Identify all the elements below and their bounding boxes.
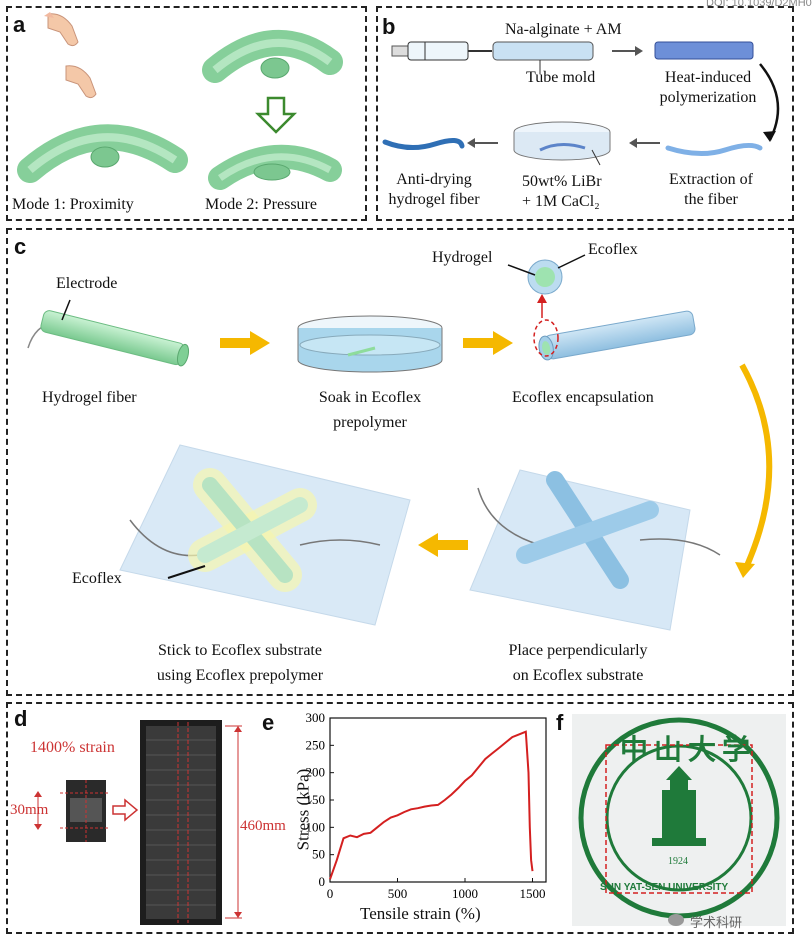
logo-year: 1924 [668, 856, 688, 867]
arrow-left-icon [418, 533, 468, 557]
encapsulation-label: Ecoflex encapsulation [512, 389, 654, 406]
extracted-fiber [665, 142, 763, 156]
mode2-fiber-cross-pressed [208, 144, 342, 190]
soak-label-1: Soak in Ecoflex [318, 389, 422, 406]
place-label-1: Place perpendicularly [508, 642, 648, 659]
petri-dish-icon [513, 121, 611, 161]
place-label-2: on Ecoflex substrate [512, 667, 644, 684]
panel-c-label: c [14, 234, 27, 259]
y-tick-label: 300 [306, 710, 326, 725]
hydrogel-fiber [40, 310, 190, 367]
arrow-right-icon [220, 331, 270, 355]
fiber-label-1: Anti-drying [396, 171, 472, 188]
sample-before [60, 780, 110, 842]
bath-label-2: + 1M CaCl₂ [522, 193, 600, 210]
x-tick-label: 0 [327, 886, 334, 901]
soak-label-2: prepolymer [333, 414, 407, 431]
mode2-fiber-cross-before [202, 29, 343, 83]
doi-text: DOI: 10.1039/D2MH0 [706, 0, 812, 9]
y-tick-label: 50 [312, 847, 325, 862]
hydrogel-fiber-label: Hydrogel fiber [42, 389, 137, 406]
arrow-right-icon [463, 331, 513, 355]
sample-after [140, 720, 222, 925]
finger-icon [44, 12, 79, 47]
x-tick-label: 1500 [520, 886, 546, 901]
arrow-left-icon [629, 138, 660, 148]
cross-section [527, 259, 563, 295]
ecoflex-substrate-right [469, 469, 721, 631]
panel-b [376, 6, 794, 221]
extract-label-2: the fiber [684, 191, 738, 208]
heat-label-1: Heat-induced [664, 69, 752, 86]
arrow-left-icon [467, 138, 498, 148]
ecoflex-top-label: Ecoflex [588, 241, 638, 258]
mode1-fiber-cross [17, 124, 188, 183]
logo-university-text: SUN YAT-SEN UNIVERSITY [600, 882, 729, 893]
logo-chars: 中山大学 [620, 735, 757, 766]
arrow-right-icon [612, 46, 643, 56]
extract-label-1: Extraction of [669, 171, 753, 188]
y-tick-label: 150 [306, 792, 326, 807]
bath-label-1: 50wt% LiBr [522, 173, 602, 190]
y-tick-label: 200 [306, 765, 326, 780]
stick-label-2: using Ecoflex prepolymer [156, 667, 324, 684]
initial-length-label: 30mm [10, 802, 49, 818]
electrode-label: Electrode [56, 275, 118, 292]
precursor-label: Na-alginate + AM [505, 21, 622, 38]
panel-a-label: a [13, 12, 26, 37]
panel-e-label: e [262, 710, 275, 735]
stick-label-1: Stick to Ecoflex substrate [158, 642, 322, 659]
strain-label: 1400% strain [30, 739, 115, 756]
panel-c [6, 228, 794, 696]
mode2-caption: Mode 2: Pressure [205, 196, 317, 213]
x-tick-label: 500 [388, 886, 408, 901]
encapsulated-fiber [538, 310, 696, 361]
arrow-right-icon [112, 798, 139, 822]
panel-f-label: f [556, 710, 564, 735]
stress-strain-series [329, 730, 534, 880]
curved-arrow-icon [739, 363, 773, 572]
finger-icon [65, 65, 97, 99]
panel-b-label: b [382, 14, 396, 39]
fiber-label-2: hydrogel fiber [388, 191, 480, 208]
panel-a [6, 6, 367, 221]
soak-dish [297, 315, 443, 373]
anti-drying-fiber [382, 138, 465, 150]
syringe-icon [391, 41, 492, 61]
ecoflex-left-label: Ecoflex [72, 570, 122, 587]
polymerized-tube [654, 41, 754, 60]
y-tick-label: 250 [306, 737, 326, 752]
tube-mold [492, 41, 594, 61]
mode1-caption: Mode 1: Proximity [12, 196, 134, 213]
down-arrow-icon [254, 96, 298, 134]
panel-d [6, 702, 794, 934]
y-tick-label: 100 [306, 819, 326, 834]
chart-xlabel: Tensile strain (%) [360, 904, 481, 923]
logo-building-icon [652, 766, 706, 846]
y-tick-label: 0 [319, 874, 326, 889]
wechat-icon [668, 914, 684, 926]
final-length-label: 460mm [240, 818, 286, 834]
watermark: 学术科研 [690, 915, 743, 930]
panel-d-label: d [14, 706, 28, 731]
ecoflex-substrate-left [119, 444, 411, 626]
tube-mold-label: Tube mold [526, 69, 596, 86]
heat-label-2: polymerization [659, 89, 757, 106]
chart-ticks: 0 500 1000 1500 0 50 100 150 200 250 300 [306, 710, 546, 901]
x-tick-label: 1000 [452, 886, 478, 901]
hydrogel-label: Hydrogel [432, 249, 493, 266]
